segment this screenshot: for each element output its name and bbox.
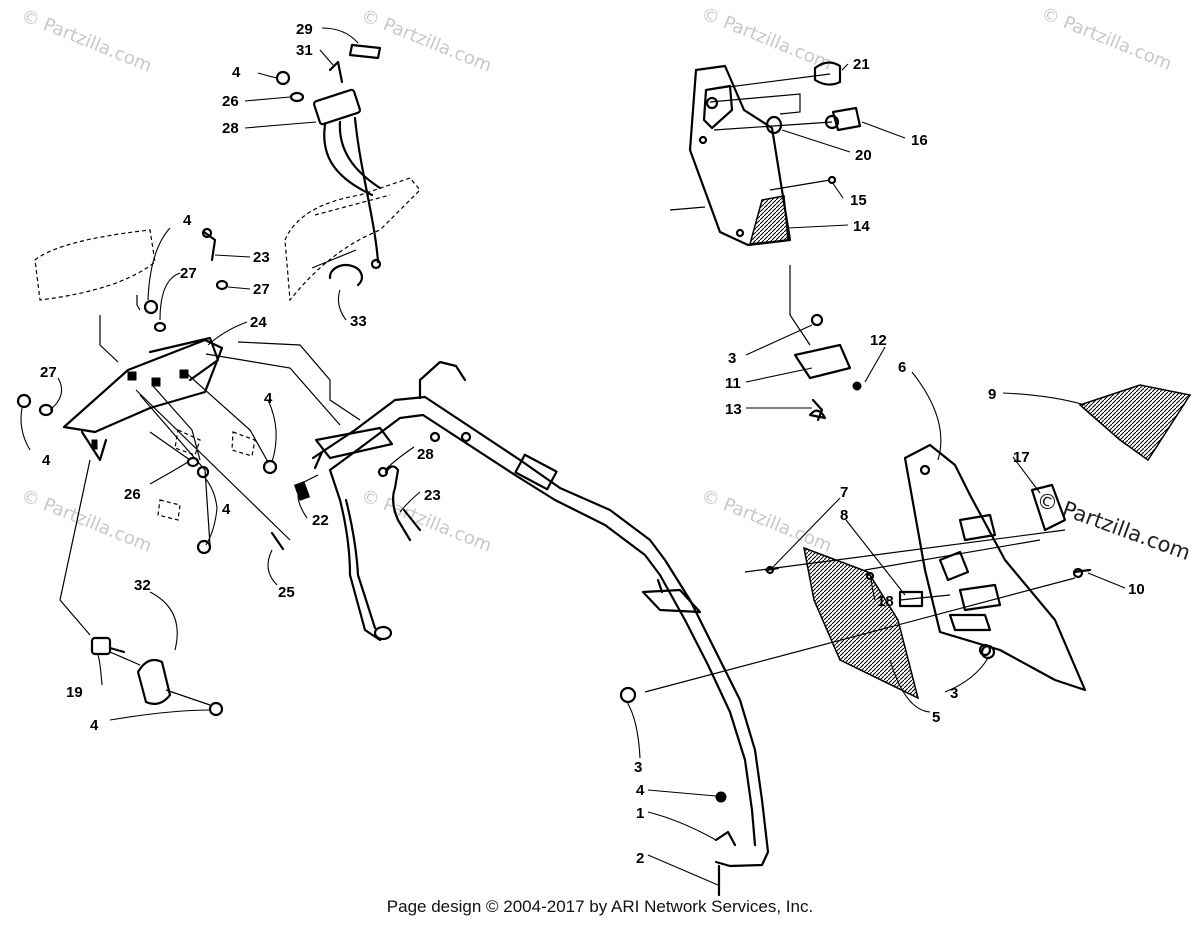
watermark: © Partzilla.com — [698, 485, 835, 557]
bumper-bar — [311, 249, 770, 897]
assembly-lines-left — [59, 295, 361, 706]
callout-31: 31 — [296, 42, 313, 59]
callout-30: 29 — [296, 21, 313, 38]
callout-29: 28 — [222, 120, 239, 137]
callout-25: 25 — [278, 584, 295, 601]
callout-16: 16 — [911, 132, 928, 149]
callout-23: 23 — [253, 249, 270, 266]
callout-14: 14 — [853, 218, 870, 235]
switch-assembly — [90, 636, 224, 717]
page-footer: Page design © 2004-2017 by ARI Network S… — [386, 897, 814, 916]
callout-2: 2 — [636, 850, 644, 867]
callout-3: 3 — [728, 350, 736, 367]
callout-4: 4 — [90, 717, 99, 734]
callout-23: 23 — [424, 487, 441, 504]
watermarks: © Partzilla.com © Partzilla.com © Partzi… — [18, 3, 1194, 565]
bolt-assembly — [377, 465, 422, 542]
watermark: © Partzilla.com — [358, 5, 495, 77]
callout-24: 24 — [250, 314, 267, 331]
assembly-lines — [644, 529, 1076, 693]
callout-4: 4 — [222, 501, 231, 518]
flap-9 — [1078, 384, 1192, 462]
callout-5: 5 — [932, 709, 940, 726]
mount-plate-lower — [903, 443, 1087, 692]
watermark: © Partzilla.com — [1038, 3, 1175, 75]
callout-9: 9 — [988, 386, 996, 403]
callout-26: 26 — [222, 93, 239, 110]
callout-26: 26 — [124, 486, 141, 503]
callout-8: 8 — [840, 507, 848, 524]
hatched-plate — [803, 546, 920, 700]
mount-plate-upper — [688, 61, 862, 247]
callout-4: 4 — [636, 782, 645, 799]
chassis-outline — [34, 177, 421, 302]
callout-28: 28 — [417, 446, 434, 463]
callout-3: 3 — [950, 685, 958, 702]
callout-12: 12 — [870, 332, 887, 349]
callout-4: 4 — [42, 452, 51, 469]
relay-harness — [275, 43, 382, 270]
callout-27: 27 — [253, 281, 270, 298]
callout-15: 15 — [850, 192, 867, 209]
callout-33: 33 — [350, 313, 367, 330]
watermark: © Partzilla.com — [18, 5, 155, 77]
connector-lines-upper — [669, 73, 833, 346]
watermark: © Partzilla.com — [698, 3, 835, 75]
clip-17 — [1030, 483, 1067, 532]
callout-22: 22 — [312, 512, 329, 529]
callout-32: 32 — [134, 577, 151, 594]
callout-4: 4 — [232, 64, 241, 81]
callout-18: 18 — [877, 593, 894, 610]
callout-13: 13 — [725, 401, 742, 418]
callout-7: 7 — [840, 484, 848, 501]
headlight-bracket — [62, 336, 224, 462]
callout-6: 6 — [898, 359, 906, 376]
callout-19: 19 — [66, 684, 83, 701]
callout-17: 17 — [1013, 449, 1030, 466]
callout-11: 11 — [725, 375, 741, 392]
callout-4: 4 — [183, 212, 192, 229]
callout-27: 27 — [40, 364, 57, 381]
callout-10: 10 — [1128, 581, 1145, 598]
callout-1: 1 — [636, 805, 644, 822]
callout-3: 3 — [634, 759, 642, 776]
callout-4: 4 — [264, 390, 273, 407]
leader-lines — [20, 27, 1126, 886]
bracket-small — [793, 313, 862, 422]
snap-ring — [328, 264, 363, 287]
callout-20: 20 — [855, 147, 872, 164]
callout-21: 21 — [853, 56, 870, 73]
clips-outline — [157, 429, 256, 521]
callout-labels: 29 31 4 26 28 4 27 23 27 33 24 27 4 4 26… — [40, 21, 1145, 867]
callout-27: 27 — [180, 265, 197, 282]
